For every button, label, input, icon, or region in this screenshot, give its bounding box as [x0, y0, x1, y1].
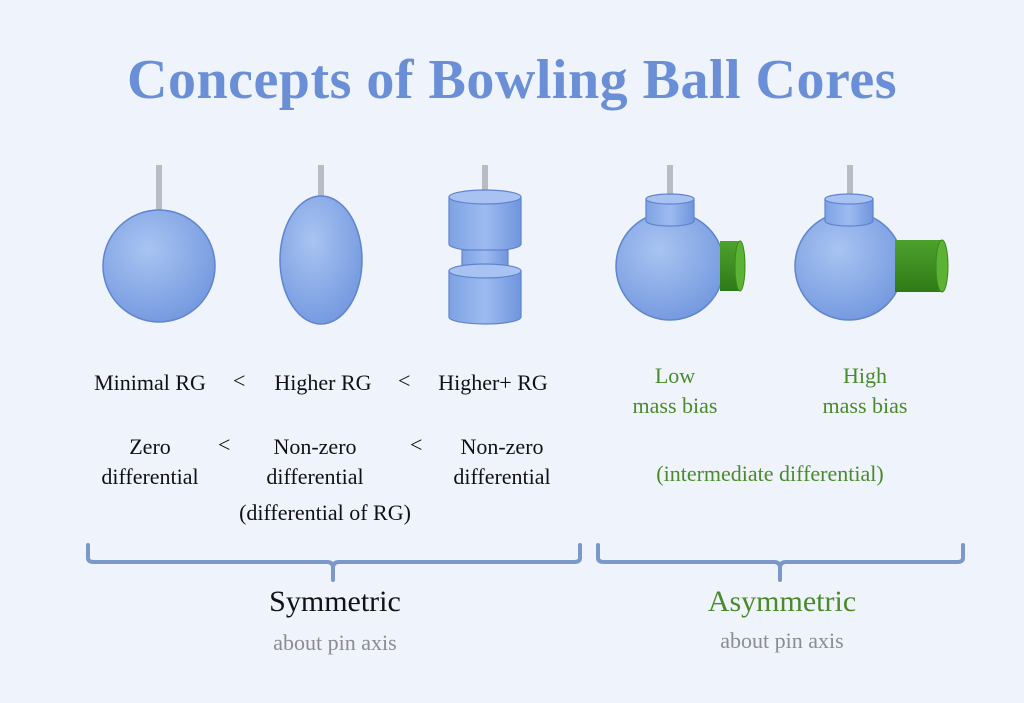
symmetric-sublabel: about pin axis	[273, 630, 397, 655]
pin-axis	[667, 165, 673, 197]
high-mass-bias-label: High mass bias	[822, 363, 908, 418]
symmetric-label: Symmetric	[269, 585, 401, 618]
asymmetric-label: Asymmetric	[707, 585, 857, 618]
rg-label-higher: Higher RG	[274, 370, 372, 395]
core-dumbbell	[448, 165, 522, 325]
diff-note: (differential of RG)	[239, 500, 411, 525]
diff-non-zero-1: Non-zero differential	[266, 434, 364, 489]
diff-less-than-2: <	[410, 432, 423, 457]
asymmetric-bracket	[596, 543, 965, 582]
rg-less-than-1: <	[233, 368, 246, 393]
core-high-mass-bias	[794, 165, 949, 321]
rg-label-minimal: Minimal RG	[94, 370, 206, 395]
diff-less-than-1: <	[218, 432, 231, 457]
core-low-mass-bias	[615, 165, 746, 321]
pin-axis	[318, 165, 324, 201]
pin-axis	[482, 165, 488, 195]
intermediate-differential-note: (intermediate differential)	[656, 461, 884, 486]
symmetric-bracket	[86, 543, 582, 582]
core-sphere	[102, 165, 216, 323]
diff-zero: Zero differential	[101, 434, 199, 489]
diagram-title: Concepts of Bowling Ball Cores	[127, 49, 897, 111]
sphere-core	[102, 209, 216, 323]
pin-axis	[156, 165, 162, 217]
pin-axis	[847, 165, 853, 197]
core-ellipsoid	[279, 165, 363, 325]
low-mass-bias-label: Low mass bias	[632, 363, 718, 418]
mass-bias-block	[720, 240, 746, 292]
rg-label-higher-plus: Higher+ RG	[438, 370, 548, 395]
asymmetric-sublabel: about pin axis	[720, 628, 844, 653]
mass-bias-block	[895, 239, 949, 293]
rg-less-than-2: <	[398, 368, 411, 393]
diff-non-zero-2: Non-zero differential	[453, 434, 551, 489]
ellipsoid-core	[279, 195, 363, 325]
